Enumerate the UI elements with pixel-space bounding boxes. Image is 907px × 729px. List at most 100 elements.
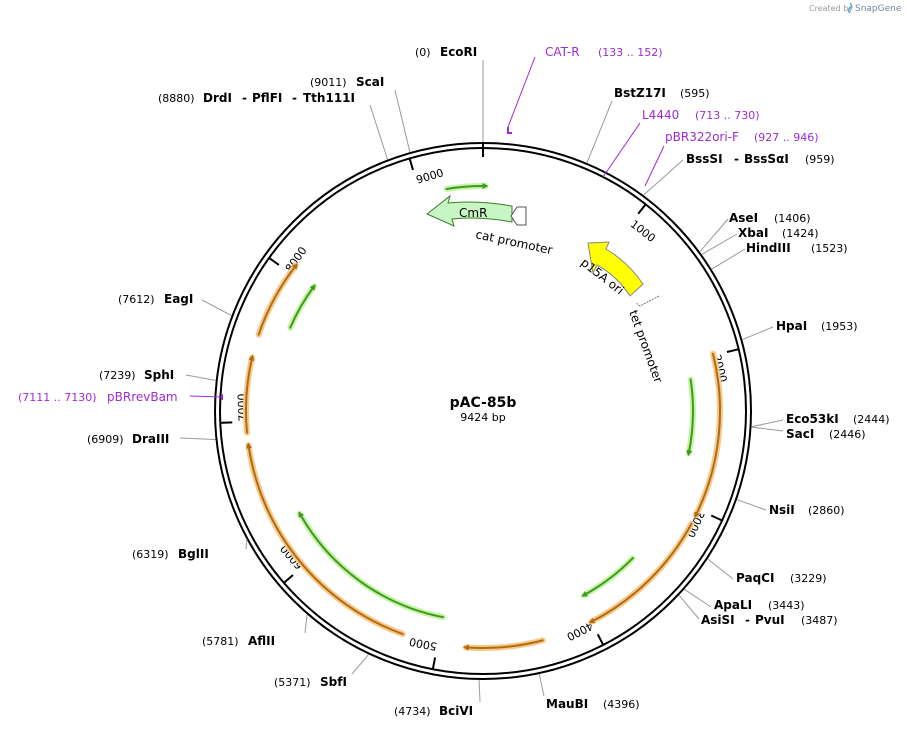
site-drdi-pos: (8880) xyxy=(158,92,195,105)
site-scai-pos: (9011) xyxy=(310,76,347,89)
site-bstz17i-pos: (595) xyxy=(680,87,710,100)
site-eagi[interactable]: (7612) EagI xyxy=(118,292,193,306)
site-leader xyxy=(643,159,684,196)
site-asei[interactable]: AseI (1406) xyxy=(729,211,811,225)
site-paqci-pos: (3229) xyxy=(790,572,827,585)
site-ecori[interactable]: (0) EcoRI xyxy=(415,45,477,59)
site-sbfi-name: SbfI xyxy=(320,675,347,689)
site-bsssi-pos: (959) xyxy=(805,153,835,166)
orange-arc-1-glow[interactable] xyxy=(692,350,723,519)
tet-promoter-label: tet promoter xyxy=(626,308,665,385)
site-bglii[interactable]: (6319) BglII xyxy=(132,547,209,561)
site-draiii-pos: (6909) xyxy=(87,433,124,446)
site-leader xyxy=(586,100,613,164)
site-hpai-pos: (1953) xyxy=(821,320,858,333)
green-arc-5[interactable] xyxy=(445,182,489,190)
site-apali-name: ApaLI xyxy=(714,598,752,612)
site-bcivi[interactable]: (4734) BciVI xyxy=(394,704,473,718)
site-hindiii[interactable]: HindIII (1523) xyxy=(746,241,848,255)
scale-tick-label: 8000 xyxy=(283,244,310,274)
site-asei-name: AseI xyxy=(729,211,758,225)
plasmid-name: pAC-85b xyxy=(450,395,517,411)
site-apali-pos: (3443) xyxy=(768,599,805,612)
site-paqci[interactable]: PaqCI (3229) xyxy=(736,571,827,585)
orange-arc-6[interactable] xyxy=(257,263,298,336)
green-arc-2[interactable] xyxy=(581,557,634,597)
pbrrevbam-primer-range: (7111 .. 7130) xyxy=(18,391,97,404)
green-arc-2-glow[interactable] xyxy=(580,555,636,599)
l4440-primer-label[interactable]: L4440 xyxy=(642,108,679,122)
site-paqci-name: PaqCI xyxy=(736,571,774,585)
cmr-arrow[interactable] xyxy=(426,194,513,227)
p15a-ori-arrow[interactable] xyxy=(587,241,644,297)
site-nsii[interactable]: NsiI (2860) xyxy=(769,503,845,517)
site-drdi[interactable]: (8880) DrdI - PflFI - Tth111I xyxy=(158,91,355,105)
site-sbfi[interactable]: (5371) SbfI xyxy=(274,675,347,689)
orange-arc-2[interactable] xyxy=(588,522,693,624)
site-xbai-pos: (1424) xyxy=(782,227,819,240)
scale-tick xyxy=(596,633,605,646)
orange-arc-1[interactable] xyxy=(694,352,721,519)
site-saci-pos: (2446) xyxy=(829,428,866,441)
orange-arc-4-glow[interactable] xyxy=(245,442,406,638)
site-apali[interactable]: ApaLI (3443) xyxy=(714,598,805,612)
credit-text: Created by xyxy=(809,4,853,13)
site-leader xyxy=(736,499,767,511)
pbr322orif-leader xyxy=(644,145,665,187)
catr-primer-label[interactable]: CAT-R xyxy=(545,45,580,59)
catr-leader xyxy=(507,56,536,128)
site-bsssi[interactable]: BssSI - BssSαI (959) xyxy=(686,152,835,166)
site-drdi-sep2: - xyxy=(292,91,297,105)
site-leader xyxy=(711,248,746,270)
scale-tick-label: 1000 xyxy=(628,217,658,245)
scale-tick xyxy=(268,257,280,266)
catr-primer-mark xyxy=(507,127,512,134)
site-scai[interactable]: (9011) ScaI xyxy=(310,75,384,89)
site-leader xyxy=(369,104,389,160)
site-hpai[interactable]: HpaI (1953) xyxy=(776,319,858,333)
site-draiii-name: DraIII xyxy=(132,432,169,446)
orange-arc-2-glow[interactable] xyxy=(588,520,695,625)
orange-arc-5[interactable] xyxy=(245,354,255,434)
site-sphi[interactable]: (7239) SphI xyxy=(99,368,174,382)
site-leader xyxy=(201,299,232,317)
site-saci[interactable]: SacI (2446) xyxy=(786,427,866,441)
green-arc-3[interactable] xyxy=(298,511,444,619)
green-arc-1[interactable] xyxy=(686,378,694,457)
cmr-feature[interactable]: CmR xyxy=(426,194,513,227)
site-bstz17i[interactable]: BstZ17I (595) xyxy=(614,86,710,100)
catr-primer-range: (133 .. 152) xyxy=(598,46,663,59)
cat-promoter-arrow[interactable] xyxy=(510,206,527,226)
green-arc-4[interactable] xyxy=(289,284,316,329)
l4440-leader xyxy=(602,122,641,178)
site-nsii-pos: (2860) xyxy=(808,504,845,517)
site-xbai[interactable]: XbaI (1424) xyxy=(738,226,819,240)
site-eco53ki-name: Eco53kI xyxy=(786,412,839,426)
site-bcivi-pos: (4734) xyxy=(394,705,431,718)
site-maubi[interactable]: MauBI (4396) xyxy=(546,697,640,711)
pbr322orif-primer-label[interactable]: pBR322ori-F xyxy=(665,130,739,144)
site-asisi[interactable]: AsiSI - PvuI (3487) xyxy=(701,613,838,627)
site-bglii-name: BglII xyxy=(178,547,209,561)
site-leader xyxy=(351,654,369,675)
site-hindiii-name: HindIII xyxy=(746,241,791,255)
site-eco53ki[interactable]: Eco53kI (2444) xyxy=(786,412,890,426)
cat-promoter-label: cat promoter xyxy=(474,227,553,257)
site-leader xyxy=(751,419,784,428)
orange-arc-3[interactable] xyxy=(462,639,544,651)
tet-promoter-arrow[interactable] xyxy=(635,295,660,307)
site-ecori-pos: (0) xyxy=(415,46,431,59)
pbrrevbam-primer-label[interactable]: pBRrevBam xyxy=(107,390,178,404)
site-maubi-name: MauBI xyxy=(546,697,588,711)
scale-tick xyxy=(220,421,233,424)
site-bsssi-name: BssSI xyxy=(686,152,723,166)
site-maubi-pos: (4396) xyxy=(603,698,640,711)
site-leader xyxy=(179,437,216,440)
site-asisi-pos: (3487) xyxy=(801,614,838,627)
green-arc-3-glow[interactable] xyxy=(296,510,446,621)
orange-arc-4[interactable] xyxy=(245,442,404,636)
site-aflii[interactable]: (5781) AflII xyxy=(202,634,275,648)
site-draiii[interactable]: (6909) DraIII xyxy=(87,432,169,446)
site-leader xyxy=(701,233,738,255)
